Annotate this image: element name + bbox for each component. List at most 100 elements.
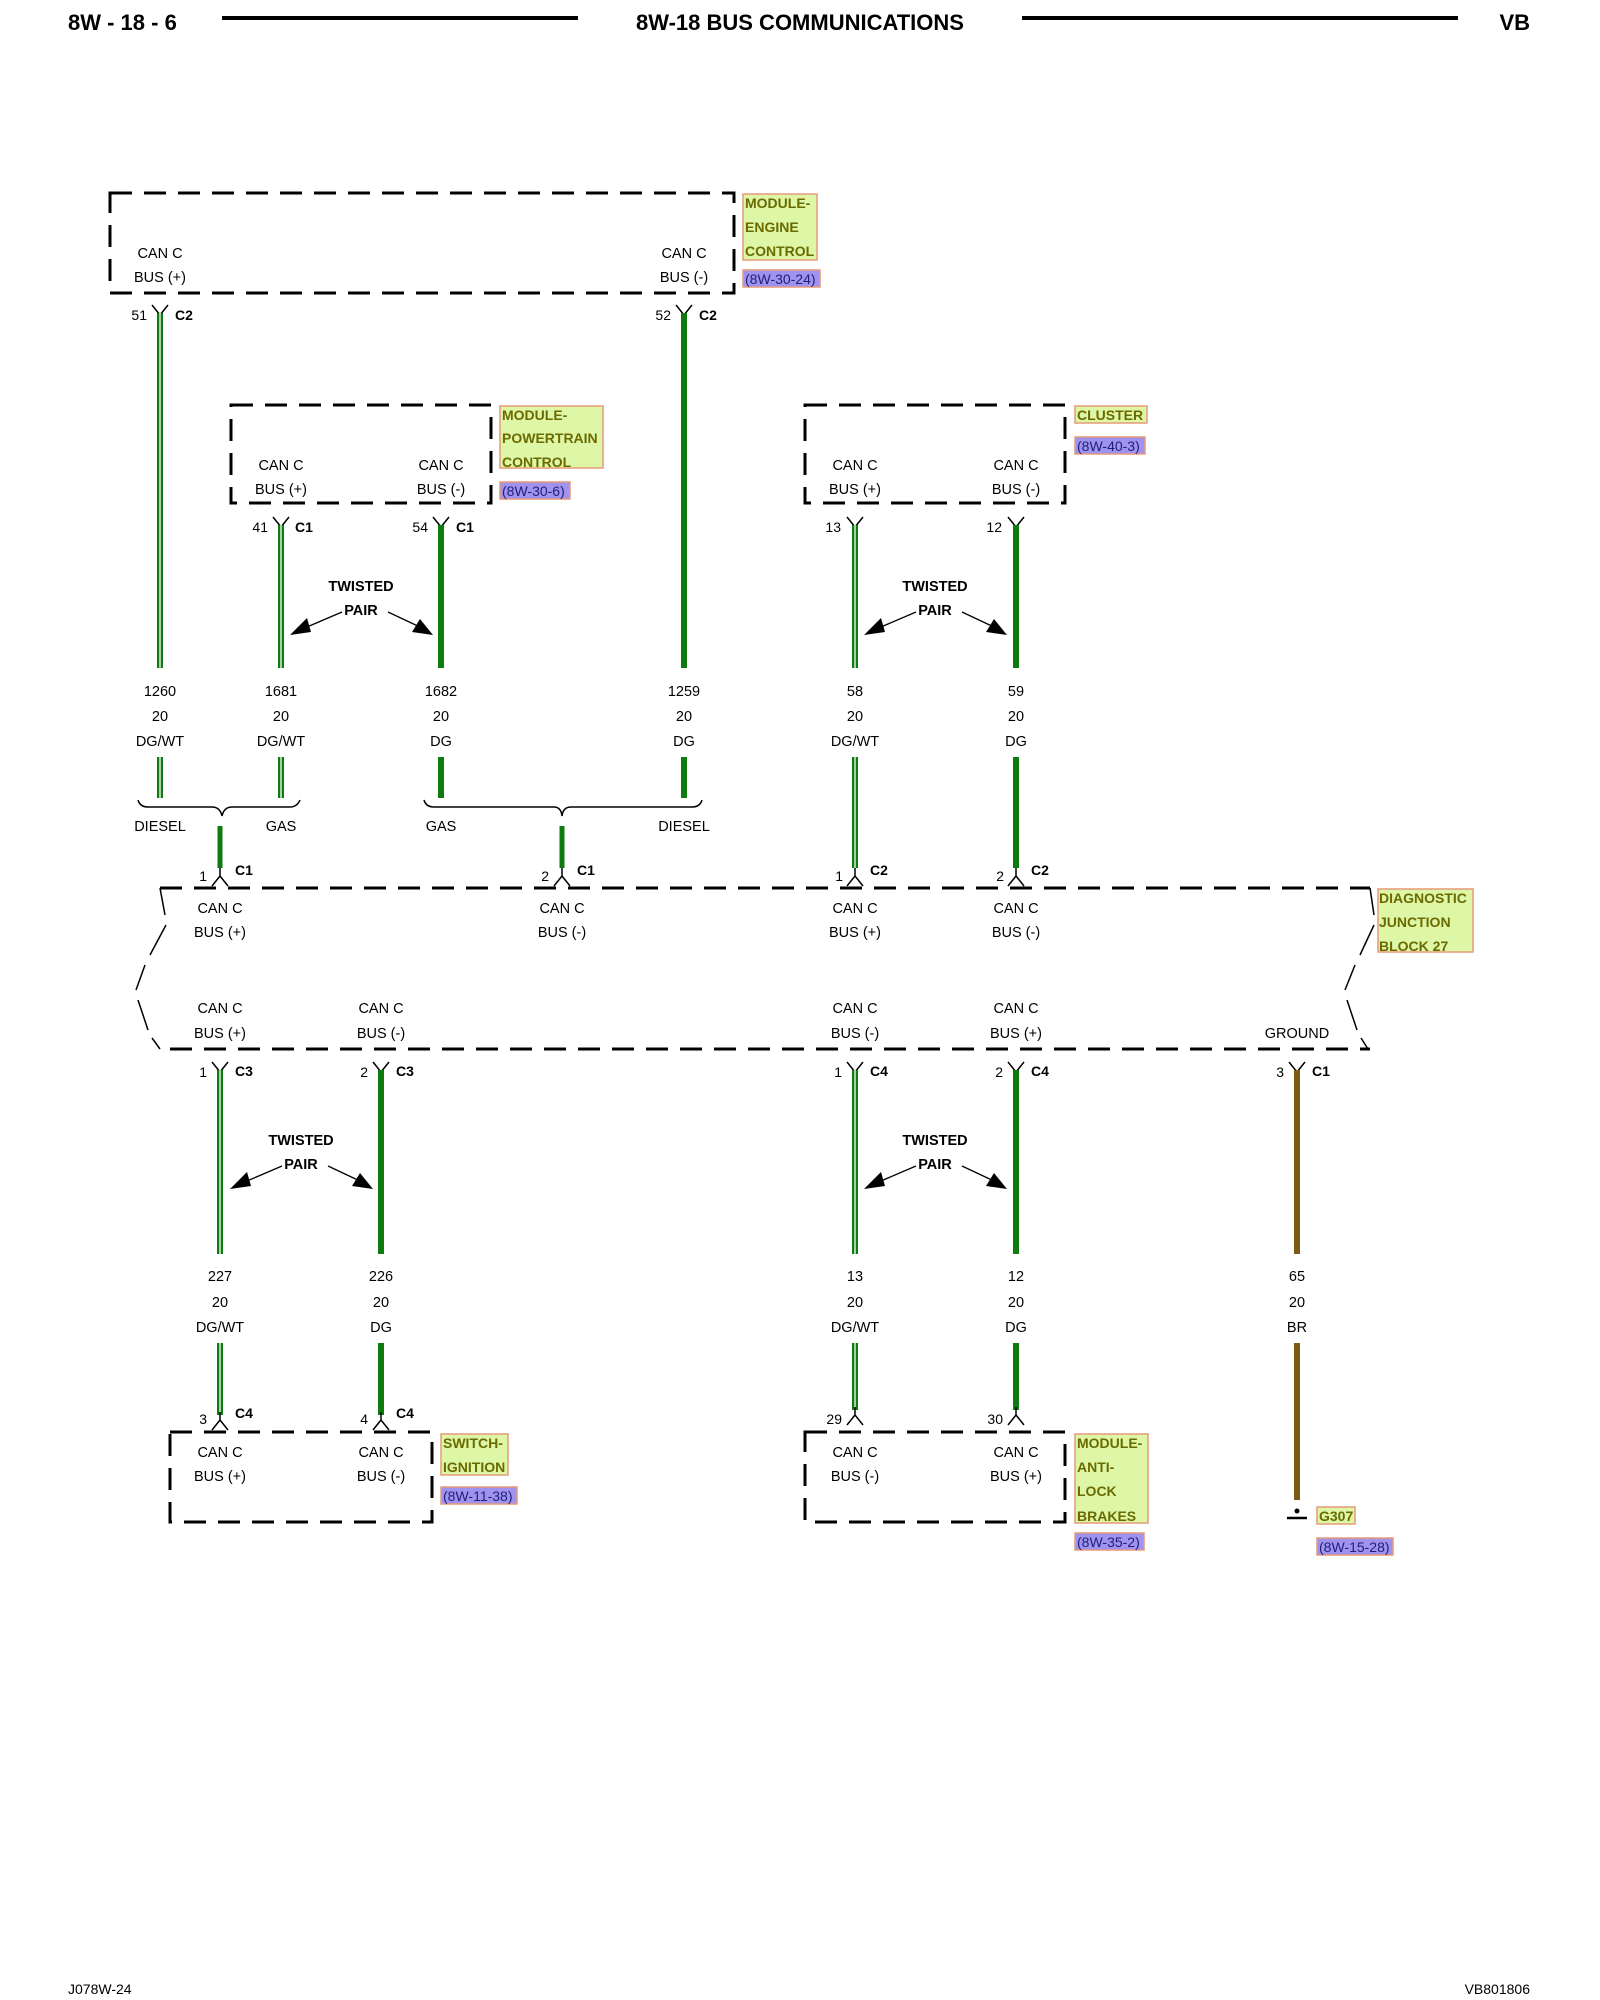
circuit: 226 bbox=[369, 1269, 393, 1285]
pin: 13 bbox=[825, 519, 841, 535]
cluster-module: CAN C BUS (+) CAN C BUS (-) bbox=[803, 403, 1067, 505]
djb-label: BUS (-) bbox=[357, 1026, 405, 1042]
ecm-component-label[interactable]: MODULE- ENGINE CONTROL bbox=[742, 193, 818, 261]
gauge: 20 bbox=[273, 709, 289, 725]
pcm-module: CAN C BUS (+) CAN C BUS (-) bbox=[229, 403, 493, 505]
pin: 52 bbox=[655, 307, 671, 323]
djb-ground-label: GROUND bbox=[1265, 1026, 1329, 1042]
djb-component-label[interactable]: DIAGNOSTIC JUNCTION BLOCK 27 bbox=[1377, 888, 1474, 954]
wire-1260: 1260 20 DG/WT bbox=[136, 313, 184, 798]
abs-label: BUS (+) bbox=[990, 1469, 1042, 1485]
color: DG/WT bbox=[136, 734, 184, 750]
switch-label: BUS (-) bbox=[357, 1469, 405, 1485]
ecm-name-3: CONTROL bbox=[745, 243, 815, 259]
djb-label: BUS (+) bbox=[829, 925, 881, 941]
wire-1681: 1681 20 DG/WT bbox=[257, 525, 305, 798]
ecm-module: CAN C BUS (+) CAN C BUS (-) bbox=[108, 191, 736, 295]
djb-name-3: BLOCK 27 bbox=[1379, 938, 1448, 954]
conn: C2 bbox=[699, 307, 717, 323]
conn: C1 bbox=[1312, 1063, 1330, 1079]
circuit: 1682 bbox=[425, 684, 457, 700]
twisted-pair-note-abs: TWISTED PAIR bbox=[864, 1133, 1007, 1189]
ecm-neg-label-1: CAN C bbox=[661, 246, 706, 262]
wire-65: 65 20 BR bbox=[1287, 1070, 1307, 1500]
cluster-name: CLUSTER bbox=[1077, 407, 1143, 423]
cluster-component-label[interactable]: CLUSTER bbox=[1074, 405, 1148, 424]
djb-label: CAN C bbox=[832, 901, 877, 917]
conn: C3 bbox=[396, 1063, 414, 1079]
djb-label: CAN C bbox=[539, 901, 584, 917]
gauge: 20 bbox=[1008, 1295, 1024, 1311]
ground-ref-link[interactable]: (8W-15-28) bbox=[1316, 1537, 1394, 1556]
pcm-name-3: CONTROL bbox=[502, 454, 572, 470]
gauge: 20 bbox=[1289, 1295, 1305, 1311]
djb-label: BUS (-) bbox=[831, 1026, 879, 1042]
color: DG/WT bbox=[196, 1320, 244, 1336]
ecm-name-1: MODULE- bbox=[745, 195, 811, 211]
pin: 2 bbox=[360, 1064, 368, 1080]
abs-module: CAN C BUS (-) CAN C BUS (+) bbox=[803, 1430, 1067, 1524]
pcm-connector-pos: 41 C1 bbox=[252, 516, 313, 536]
pin: 3 bbox=[199, 1411, 207, 1427]
pcm-ref-link[interactable]: (8W-30-6) bbox=[499, 481, 571, 500]
djb-label: BUS (-) bbox=[538, 925, 586, 941]
color: DG/WT bbox=[257, 734, 305, 750]
djb-ground-pin: 3 C1 bbox=[1276, 1061, 1330, 1081]
switch-name-2: IGNITION bbox=[443, 1459, 505, 1475]
wire-12: 12 20 DG bbox=[1005, 1070, 1027, 1410]
pair-label: PAIR bbox=[344, 603, 378, 619]
cluster-ref-link[interactable]: (8W-40-3) bbox=[1074, 436, 1146, 455]
gauge: 20 bbox=[373, 1295, 389, 1311]
abs-label: CAN C bbox=[993, 1445, 1038, 1461]
conn: C4 bbox=[1031, 1063, 1049, 1079]
conn: C1 bbox=[295, 519, 313, 535]
djb-label: BUS (+) bbox=[194, 925, 246, 941]
color: DG/WT bbox=[831, 734, 879, 750]
gauge: 20 bbox=[212, 1295, 228, 1311]
conn: C4 bbox=[396, 1405, 414, 1421]
pin: 2 bbox=[995, 1064, 1003, 1080]
abs-ref-link[interactable]: (8W-35-2) bbox=[1074, 1532, 1145, 1551]
switch-component-label[interactable]: SWITCH- IGNITION bbox=[440, 1433, 509, 1476]
pin: 12 bbox=[986, 519, 1002, 535]
circuit: 59 bbox=[1008, 684, 1024, 700]
conn: C2 bbox=[870, 862, 888, 878]
djb-label: CAN C bbox=[197, 1001, 242, 1017]
twisted-label: TWISTED bbox=[268, 1133, 333, 1149]
ground-component-label[interactable]: G307 bbox=[1316, 1506, 1356, 1525]
conn: C4 bbox=[870, 1063, 888, 1079]
pair-label: PAIR bbox=[918, 603, 952, 619]
pcm-connector-neg: 54 C1 bbox=[412, 516, 474, 536]
pcm-neg-label-1: CAN C bbox=[418, 458, 463, 474]
djb-label: CAN C bbox=[993, 1001, 1038, 1017]
pair-label: PAIR bbox=[284, 1157, 318, 1173]
conn: C1 bbox=[577, 862, 595, 878]
twisted-label: TWISTED bbox=[902, 579, 967, 595]
conn: C3 bbox=[235, 1063, 253, 1079]
footer-left: J078W-24 bbox=[68, 1981, 132, 1997]
ground-ref: (8W-15-28) bbox=[1319, 1539, 1390, 1555]
pin: 3 bbox=[1276, 1064, 1284, 1080]
splice-bus-neg: GAS DIESEL bbox=[423, 799, 710, 868]
djb-c2-pin2: 2 C2 bbox=[996, 862, 1049, 887]
circuit: 1260 bbox=[144, 684, 176, 700]
twisted-pair-note-switch: TWISTED PAIR bbox=[230, 1133, 373, 1189]
pair-label: PAIR bbox=[918, 1157, 952, 1173]
cluster-neg-label-1: CAN C bbox=[993, 458, 1038, 474]
djb-label: BUS (+) bbox=[194, 1026, 246, 1042]
djb-c1-pin1: 1 C1 bbox=[199, 862, 253, 887]
djb-label: BUS (+) bbox=[990, 1026, 1042, 1042]
ecm-connector-neg: 52 C2 bbox=[655, 304, 717, 324]
pin: 1 bbox=[835, 868, 843, 884]
switch-ref-link[interactable]: (8W-11-38) bbox=[440, 1486, 518, 1505]
ecm-ref-link[interactable]: (8W-30-24) bbox=[742, 269, 821, 288]
pcm-component-label[interactable]: MODULE- POWERTRAIN CONTROL bbox=[499, 405, 604, 470]
pin: 41 bbox=[252, 519, 268, 535]
splice-bus-pos: DIESEL GAS bbox=[134, 799, 301, 868]
abs-component-label[interactable]: MODULE- ANTI- LOCK BRAKES bbox=[1074, 1433, 1149, 1524]
gauge: 20 bbox=[152, 709, 168, 725]
gauge: 20 bbox=[847, 1295, 863, 1311]
color: DG/WT bbox=[831, 1320, 879, 1336]
conn: C1 bbox=[235, 862, 253, 878]
